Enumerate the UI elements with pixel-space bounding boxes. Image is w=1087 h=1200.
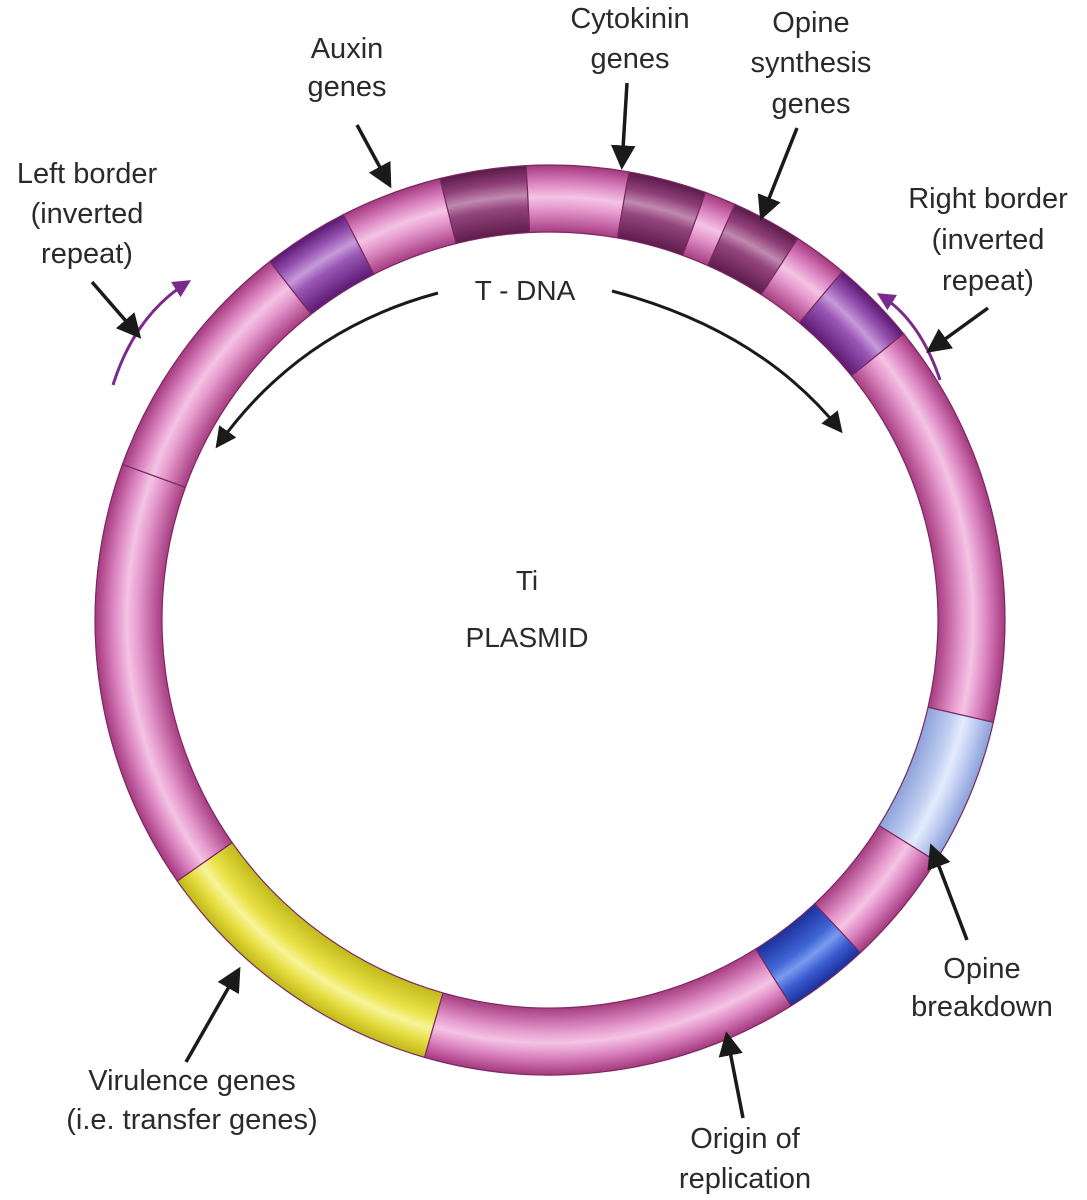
auxin-label-line1: Auxin [311, 33, 384, 65]
right-border-label-line3: repeat) [942, 265, 1034, 297]
opine-breakdown-label: Opine breakdown [911, 953, 1053, 1023]
auxin-label-line2: genes [307, 71, 386, 103]
plasmid-title-line2: PLASMID [466, 622, 589, 653]
label-pointers [90, 82, 990, 1119]
tdna-label: T - DNA [475, 275, 576, 306]
right-border-pointer [926, 306, 990, 353]
pink-segment-left-lower [94, 463, 234, 882]
virulence-label-line2: (i.e. transfer genes) [66, 1104, 317, 1136]
left-border-label-line3: repeat) [41, 238, 133, 270]
opine-breakdown-label-line1: Opine [943, 953, 1020, 985]
opine-breakdown-label-line2: breakdown [911, 991, 1053, 1023]
origin-label-line1: Origin of [690, 1123, 801, 1155]
opine-synthesis-label-line1: Opine [772, 7, 849, 39]
opine-synthesis-label-line3: genes [771, 88, 850, 120]
cytokinin-label-line1: Cytokinin [570, 3, 689, 35]
tdna-span-arrows [215, 289, 843, 449]
pink-segment-right [850, 332, 1006, 724]
cytokinin-genes-label: Cytokinin genes [570, 3, 689, 75]
opine-synthesis-label-line2: synthesis [751, 47, 872, 79]
tdna-pink-segment-2 [525, 164, 630, 239]
right-border-label-line2: (inverted [932, 224, 1045, 256]
right-border-label: Right border (inverted repeat) [908, 183, 1068, 297]
left-border-label-line1: Left border [17, 158, 158, 190]
auxin-genes-label: Auxin genes [307, 33, 386, 103]
plasmid-title-line1: Ti [516, 565, 538, 596]
opine-synthesis-genes-label: Opine synthesis genes [751, 7, 872, 120]
left-border-label-line2: (inverted [31, 198, 144, 230]
left-border-label: Left border (inverted repeat) [17, 158, 158, 270]
right-border-direction-arrow [876, 293, 942, 381]
virulence-label-line1: Virulence genes [88, 1065, 295, 1097]
cytokinin-pointer [610, 82, 636, 170]
cytokinin-label-line2: genes [590, 43, 669, 75]
left-border-pointer [90, 280, 142, 339]
opine-synthesis-pointer [757, 127, 799, 221]
auxin-segment [439, 164, 531, 245]
auxin-pointer [355, 124, 392, 189]
left-border-direction-arrow [111, 280, 192, 386]
virulence-genes-label: Virulence genes (i.e. transfer genes) [66, 1065, 317, 1136]
origin-pointer [718, 1031, 745, 1119]
virulence-genes-segment [176, 841, 444, 1059]
opine-breakdown-pointer [927, 843, 969, 941]
plasmid-ring [94, 164, 1006, 1076]
virulence-pointer [184, 966, 241, 1063]
origin-of-replication-label: Origin of replication [679, 1123, 811, 1195]
tdna-right-arrow [611, 289, 843, 434]
right-border-label-line1: Right border [908, 183, 1068, 215]
tdna-left-arrow [215, 291, 439, 449]
origin-label-line2: replication [679, 1163, 811, 1195]
pink-segment-bottom [423, 948, 792, 1076]
